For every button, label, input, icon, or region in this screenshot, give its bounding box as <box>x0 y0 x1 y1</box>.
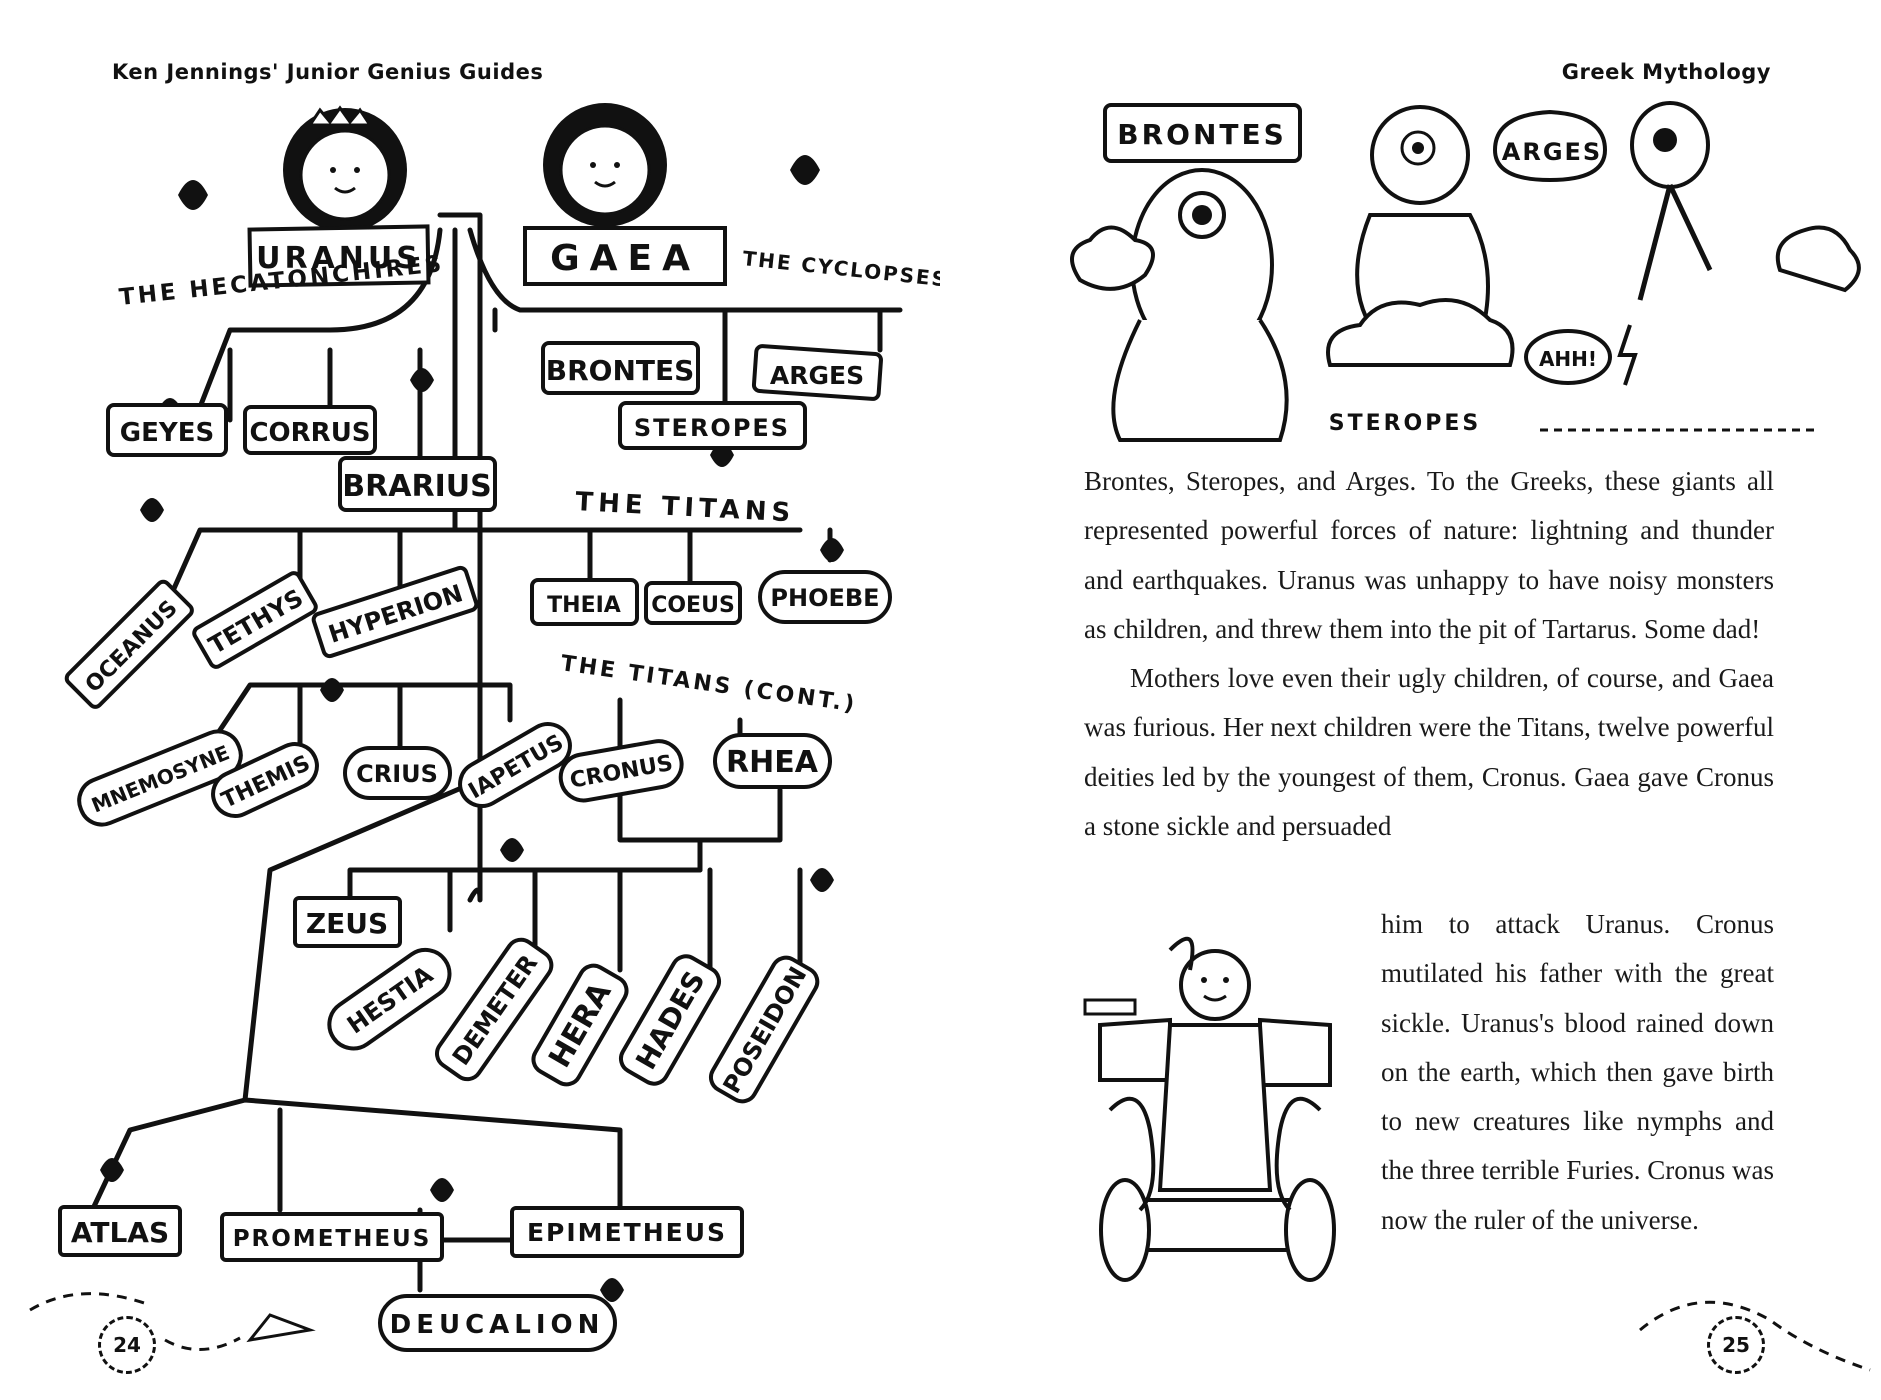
right-page: Greek Mythology BRONTES STEROPES <box>940 0 1881 1400</box>
tree-node-steropes: STEROPES <box>618 401 807 450</box>
titans-cont-title: THE TITANS (CONT.) <box>559 651 859 717</box>
gaea-portrait <box>543 103 667 227</box>
page-number-right: 25 <box>1707 1316 1765 1374</box>
svg-text:PHOEBE: PHOEBE <box>770 584 879 612</box>
tree-node-brontes: BRONTES <box>541 341 700 395</box>
uranus-box: URANUS <box>247 224 431 288</box>
svg-text:STEROPES: STEROPES <box>634 414 790 442</box>
svg-text:ZEUS: ZEUS <box>306 907 388 940</box>
tree-node-arges: ARGES <box>751 344 883 401</box>
tree-node-hestia: HESTIA <box>327 947 452 1051</box>
running-head-left: Ken Jennings' Junior Genius Guides <box>112 60 544 84</box>
svg-text:ATLAS: ATLAS <box>71 1216 169 1249</box>
cyclopses-illustration: BRONTES STEROPES ARGES <box>1070 101 1861 442</box>
tree-node-coeus: COEUS <box>644 581 742 625</box>
steropes-figure: STEROPES <box>1326 105 1515 436</box>
titans-title: THE TITANS <box>575 487 796 528</box>
svg-text:GEYES: GEYES <box>120 418 214 448</box>
cronus-illustration <box>1083 936 1336 1282</box>
family-tree: URANUS GAEA THE HECATONCHIRES THE CYCLOP… <box>29 103 940 1352</box>
ahh-figure: AHH! <box>1524 324 1820 432</box>
tree-leaves <box>100 155 844 1302</box>
tree-node-cronus: CRONUS <box>558 739 684 803</box>
gaea-box: GAEA <box>523 226 727 286</box>
left-page: Ken Jennings' Junior Genius Guides <box>0 0 940 1400</box>
svg-text:CORRUS: CORRUS <box>249 418 370 448</box>
svg-text:COEUS: COEUS <box>651 593 735 618</box>
uranus-portrait <box>283 105 407 232</box>
tree-node-deucalion: DEUCALION <box>378 1294 617 1352</box>
body-text-bottom: him to attack Uranus. Cronus mutilated h… <box>1381 900 1774 1245</box>
tree-node-brarius: BRARIUS <box>338 456 497 512</box>
svg-text:RHEA: RHEA <box>726 745 819 780</box>
ahh-caption: AHH! <box>1539 347 1597 371</box>
svg-text:EPIMETHEUS: EPIMETHEUS <box>527 1218 727 1247</box>
tree-node-corrus: CORRUS <box>243 405 377 455</box>
uranus-label: URANUS <box>256 241 422 276</box>
tree-node-tethys: TETHYS <box>192 571 318 669</box>
tree-node-theia: THEIA <box>530 578 639 626</box>
tree-node-crius: CRIUS <box>343 746 452 800</box>
paragraph-2b: him to attack Uranus. Cronus mutilated h… <box>1381 909 1774 1235</box>
running-head-right: Greek Mythology <box>1561 60 1771 84</box>
tree-node-oceanus: OCEANUS <box>64 579 194 709</box>
tree-node-geyes: GEYES <box>106 403 228 457</box>
tree-node-iapetus: IAPETUS <box>458 722 572 808</box>
svg-text:BRARIUS: BRARIUS <box>342 469 491 504</box>
tree-node-phoebe: PHOEBE <box>758 570 892 624</box>
dashed-trail <box>1639 1300 1871 1372</box>
svg-text:CRIUS: CRIUS <box>356 760 438 788</box>
cronus-figure <box>1083 936 1336 1282</box>
tree-node-hyperion: HYPERION <box>311 565 479 659</box>
tree-node-prometheus: PROMETHEUS <box>220 1212 444 1262</box>
tree-node-hades: HADES <box>618 954 722 1086</box>
brontes-figure: BRONTES <box>1070 103 1302 442</box>
svg-text:DEUCALION: DEUCALION <box>390 1310 605 1340</box>
svg-text:BRONTES: BRONTES <box>546 354 695 387</box>
tree-node-poseidon: POSEIDON <box>708 955 820 1104</box>
page-number-left: 24 <box>98 1316 156 1374</box>
paragraph-2a: Mothers love even their ugly children, o… <box>1084 663 1774 842</box>
tree-node-rhea: RHEA <box>713 733 832 789</box>
arges-caption: ARGES <box>1502 138 1602 166</box>
tree-node-zeus: ZEUS <box>293 896 402 948</box>
body-text-top: Brontes, Steropes, and Arges. To the Gre… <box>1084 457 1774 851</box>
paragraph-1: Brontes, Steropes, and Arges. To the Gre… <box>1084 466 1774 644</box>
tree-node-epimetheus: EPIMETHEUS <box>510 1206 744 1258</box>
paper-airplane-icon <box>29 1292 316 1351</box>
steropes-caption: STEROPES <box>1329 411 1482 436</box>
svg-text:PROMETHEUS: PROMETHEUS <box>233 1226 432 1252</box>
brontes-caption: BRONTES <box>1117 118 1287 151</box>
svg-text:THEIA: THEIA <box>547 593 621 618</box>
tree-node-atlas: ATLAS <box>58 1205 182 1257</box>
gaea-label: GAEA <box>550 238 700 279</box>
arges-figure: ARGES <box>1492 101 1861 301</box>
cyclopses-title: THE CYCLOPSES <box>741 246 940 291</box>
svg-text:ARGES: ARGES <box>770 361 864 390</box>
